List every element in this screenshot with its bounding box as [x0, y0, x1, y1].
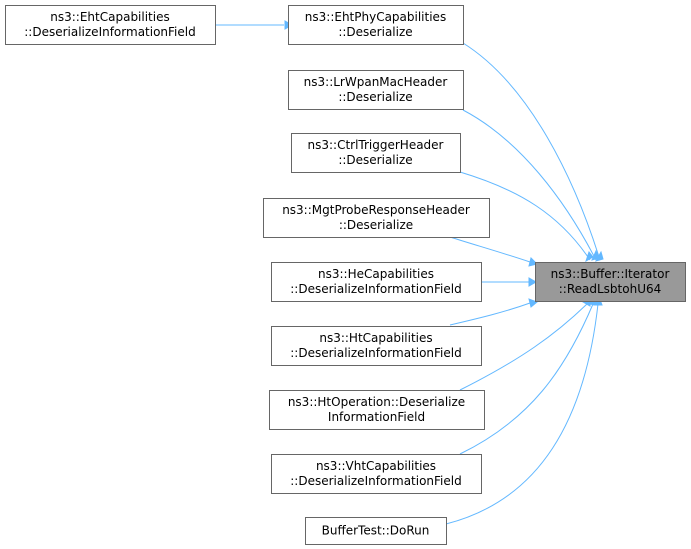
- node-box: [288, 5, 464, 45]
- edge-line: [462, 109, 597, 261]
- node-box: [288, 70, 464, 110]
- node-lrwpan[interactable]: ns3::LrWpanMacHeader::Deserialize: [288, 70, 464, 110]
- node-label-line: ::ReadLsbtohU64: [559, 282, 662, 296]
- node-box: [305, 517, 447, 545]
- node-he-cap[interactable]: ns3::HeCapabilities::DeserializeInformat…: [271, 262, 482, 302]
- node-label-line: ::Deserialize: [338, 90, 412, 104]
- node-vht-cap[interactable]: ns3::VhtCapabilities::DeserializeInforma…: [271, 454, 482, 494]
- node-label-line: InformationField: [328, 410, 425, 424]
- node-box: [263, 198, 490, 238]
- node-label-line: ns3::EhtPhyCapabilities: [305, 10, 446, 24]
- arrowhead-icon: [528, 298, 538, 308]
- arrowhead-icon: [585, 250, 594, 263]
- nodes-layer: ns3::Buffer::Iterator::ReadLsbtohU64ns3:…: [5, 5, 686, 545]
- edge-eht-phy-to-eht-cap: [215, 20, 294, 30]
- node-label-line: ns3::HeCapabilities: [318, 267, 434, 281]
- arrowhead-icon: [591, 249, 600, 261]
- edge-target-to-mgt-probe: [449, 236, 538, 267]
- node-label-line: ::Deserialize: [338, 25, 412, 39]
- node-eht-cap[interactable]: ns3::EhtCapabilities::DeserializeInforma…: [5, 5, 216, 45]
- edge-line: [462, 42, 601, 261]
- node-box: [271, 262, 482, 302]
- edge-line: [459, 171, 591, 261]
- node-label-line: ns3::Buffer::Iterator: [551, 267, 670, 281]
- edge-line: [459, 303, 594, 455]
- node-box: [535, 262, 686, 302]
- node-label-line: ::Deserialize: [338, 153, 412, 167]
- edge-target-to-lrwpan: [462, 109, 600, 261]
- node-label-line: ns3::LrWpanMacHeader: [304, 75, 448, 89]
- node-mgt-probe[interactable]: ns3::MgtProbeResponseHeader::Deserialize: [263, 198, 490, 238]
- node-label-line: ns3::EhtCapabilities: [50, 10, 169, 24]
- edge-target-to-ctrl-trigger: [459, 171, 594, 263]
- edge-line: [445, 303, 599, 525]
- edge-line: [459, 303, 588, 391]
- edge-target-to-ht-cap: [449, 298, 538, 326]
- node-box: [271, 326, 482, 366]
- node-label-line: ns3::MgtProbeResponseHeader: [282, 203, 470, 217]
- node-buffer-test[interactable]: BufferTest::DoRun: [305, 517, 447, 545]
- node-label-line: ::DeserializeInformationField: [290, 474, 461, 488]
- node-label-line: ::DeserializeInformationField: [290, 282, 461, 296]
- node-box: [291, 133, 461, 173]
- edge-target-to-he-cap: [481, 277, 538, 287]
- node-label-line: ::DeserializeInformationField: [290, 346, 461, 360]
- node-label-line: ns3::HtCapabilities: [319, 331, 432, 345]
- edge-line: [449, 236, 531, 263]
- arrowhead-icon: [528, 277, 538, 287]
- node-box: [271, 454, 482, 494]
- node-ht-cap[interactable]: ns3::HtCapabilities::DeserializeInformat…: [271, 326, 482, 366]
- edge-target-to-vht-cap: [459, 295, 598, 455]
- node-box: [5, 5, 216, 45]
- node-eht-phy[interactable]: ns3::EhtPhyCapabilities::Deserialize: [288, 5, 464, 45]
- node-box: [269, 390, 485, 430]
- node-label-line: ::Deserialize: [339, 218, 413, 232]
- node-ctrl-trigger[interactable]: ns3::CtrlTriggerHeader::Deserialize: [291, 133, 461, 173]
- node-ht-op[interactable]: ns3::HtOperation::DeserializeInformation…: [269, 390, 485, 430]
- node-label-line: ns3::VhtCapabilities: [316, 459, 436, 473]
- node-label-line: ns3::CtrlTriggerHeader: [307, 138, 443, 152]
- node-label-line: BufferTest::DoRun: [322, 524, 430, 538]
- node-label-line: ::DeserializeInformationField: [24, 25, 195, 39]
- edge-line: [449, 302, 531, 326]
- node-target[interactable]: ns3::Buffer::Iterator::ReadLsbtohU64: [535, 262, 686, 302]
- node-label-line: ns3::HtOperation::Deserialize: [288, 395, 465, 409]
